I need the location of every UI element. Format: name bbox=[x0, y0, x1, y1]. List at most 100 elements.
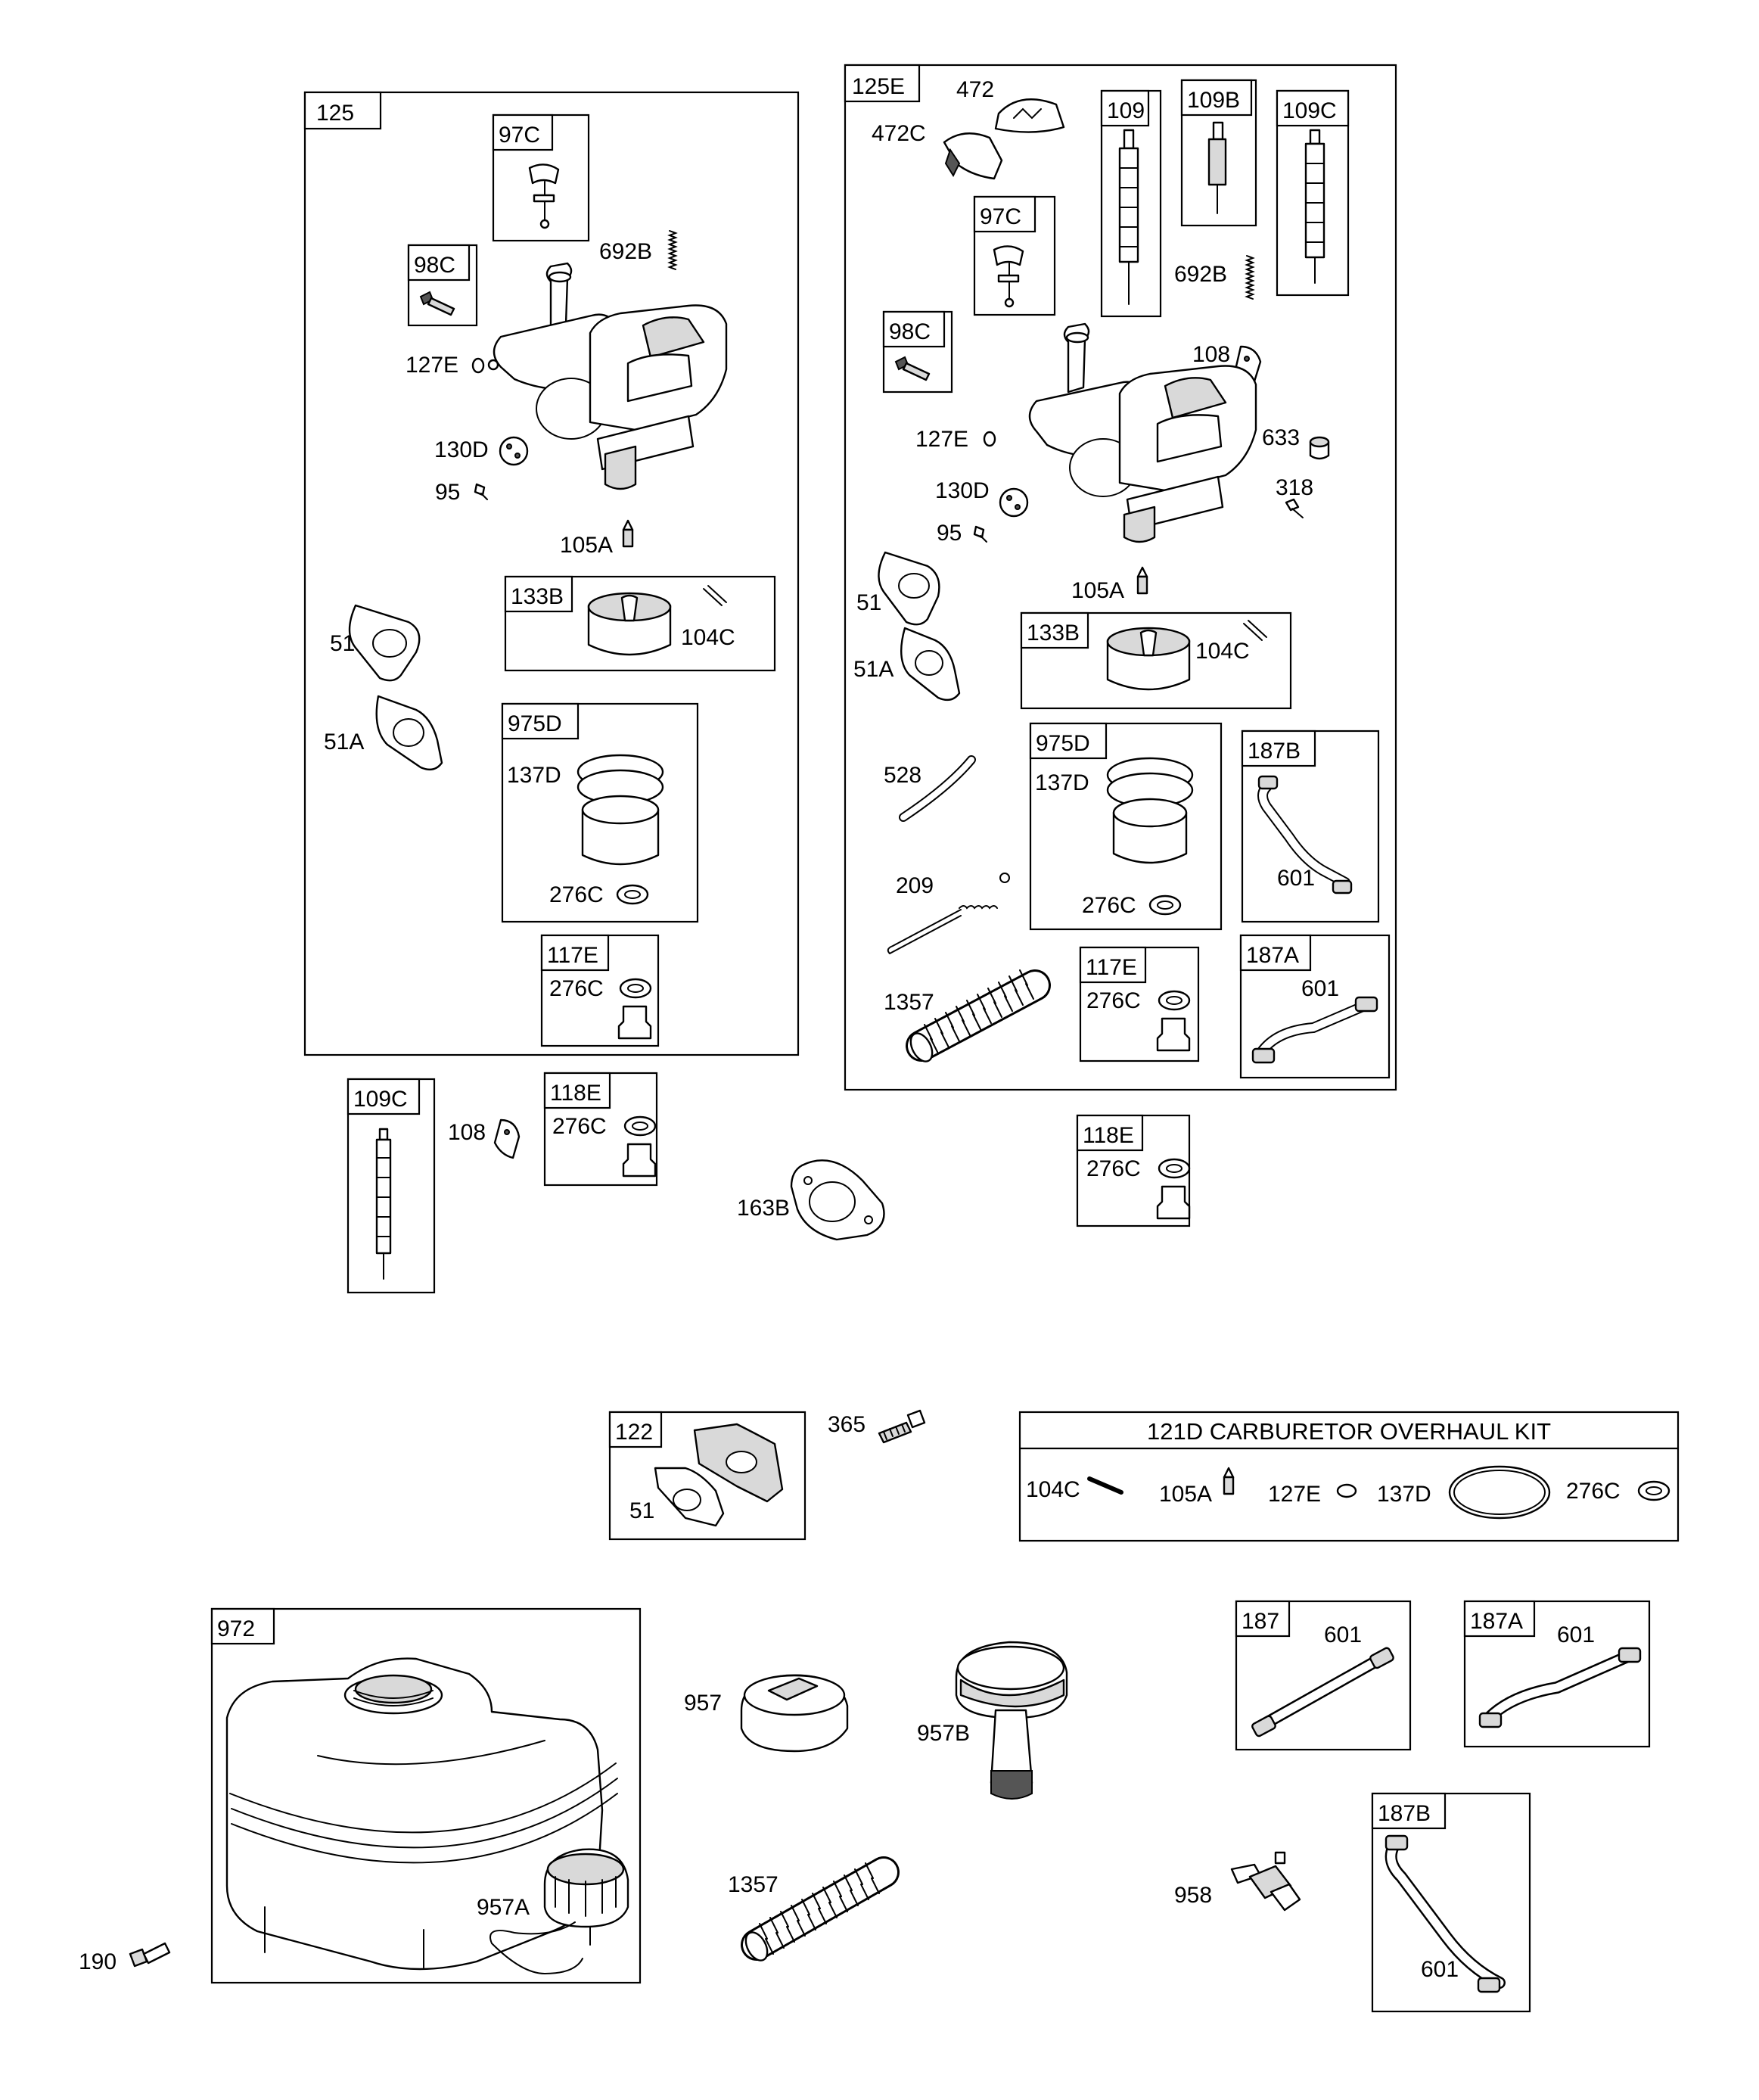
label-276c: 276C bbox=[1086, 988, 1141, 1013]
group-125: 125 bbox=[303, 91, 800, 1056]
label-51: 51 bbox=[856, 590, 881, 615]
label-130d: 130D bbox=[434, 437, 489, 462]
group-109: 109 bbox=[1100, 89, 1162, 318]
part-957b: 957B bbox=[917, 1641, 1068, 1800]
part-528: 528 bbox=[884, 755, 976, 822]
carburetor-left bbox=[487, 262, 728, 490]
label-601: 601 bbox=[1557, 1622, 1595, 1647]
group-133b-right: 133B 104C bbox=[1020, 611, 1292, 710]
kit-121d: 121D CARBURETOR OVERHAUL KIT 104C 105A 1… bbox=[1018, 1411, 1680, 1542]
label-137d: 137D bbox=[1035, 770, 1089, 795]
group-117e-left: 117E 276C bbox=[540, 934, 660, 1047]
group-187a-upper: 187A 601 bbox=[1239, 934, 1391, 1079]
label-276c: 276C bbox=[552, 1114, 607, 1139]
label-958: 958 bbox=[1174, 1883, 1212, 1908]
part-692b-left: 692B bbox=[599, 230, 678, 270]
label-975d: 975D bbox=[1036, 731, 1090, 756]
group-975d-left: 975D 137D 276C bbox=[501, 702, 699, 923]
label-601: 601 bbox=[1421, 1957, 1459, 1982]
label-137d: 137D bbox=[507, 763, 561, 788]
kit-label-137d: 137D bbox=[1377, 1482, 1431, 1507]
label-97c: 97C bbox=[980, 204, 1021, 229]
label-1357: 1357 bbox=[884, 990, 934, 1015]
label-187: 187 bbox=[1242, 1609, 1279, 1634]
label-109c: 109C bbox=[1282, 98, 1337, 123]
group-975d-right: 975D 137D 276C bbox=[1029, 722, 1223, 931]
group-109b: 109B bbox=[1180, 79, 1257, 227]
label-125e: 125E bbox=[852, 74, 905, 99]
label-276c: 276C bbox=[549, 882, 604, 907]
label-105a: 105A bbox=[560, 533, 613, 558]
label-122: 122 bbox=[615, 1420, 653, 1445]
kit-label-276c: 276C bbox=[1566, 1479, 1621, 1504]
label-633: 633 bbox=[1262, 425, 1300, 450]
part-108-left: 108 bbox=[448, 1118, 521, 1159]
label-133b: 133B bbox=[511, 584, 564, 609]
label-190: 190 bbox=[79, 1949, 117, 1974]
kit-title: 121D CARBURETOR OVERHAUL KIT bbox=[1147, 1418, 1551, 1445]
part-95-right: 95 bbox=[937, 521, 987, 546]
kit-label-105a: 105A bbox=[1159, 1482, 1212, 1507]
part-127e-right: 127E bbox=[915, 427, 996, 452]
label-187b: 187B bbox=[1378, 1801, 1431, 1826]
label-127e: 127E bbox=[406, 353, 458, 378]
label-109c: 109C bbox=[353, 1087, 408, 1112]
group-118e-right: 118E 276C bbox=[1076, 1114, 1191, 1227]
label-98c: 98C bbox=[414, 253, 455, 278]
label-692b: 692B bbox=[1174, 262, 1227, 287]
label-957a: 957A bbox=[477, 1895, 530, 1920]
label-108: 108 bbox=[1192, 342, 1230, 367]
part-692b-right: 692B bbox=[1174, 255, 1255, 300]
part-957: 957 bbox=[684, 1674, 849, 1753]
group-98c-right: 98C bbox=[882, 310, 953, 394]
label-97c: 97C bbox=[499, 123, 540, 148]
group-187b-upper: 187B 601 bbox=[1241, 730, 1380, 923]
label-104c: 104C bbox=[681, 625, 735, 650]
part-105a-left: 105A bbox=[560, 519, 634, 558]
part-957a: 957A bbox=[477, 1848, 629, 1975]
label-975d: 975D bbox=[508, 711, 562, 736]
label-276c: 276C bbox=[1086, 1156, 1141, 1181]
part-51a-left: 51A bbox=[324, 695, 443, 771]
label-98c: 98C bbox=[889, 319, 931, 344]
label-472: 472 bbox=[956, 77, 994, 102]
group-117e-right: 117E 276C bbox=[1079, 946, 1200, 1062]
part-51-left: 51 bbox=[330, 604, 421, 682]
label-601: 601 bbox=[1324, 1622, 1362, 1647]
label-187a: 187A bbox=[1470, 1609, 1523, 1634]
label-105a: 105A bbox=[1071, 578, 1124, 603]
label-95: 95 bbox=[937, 521, 962, 546]
part-472c: 472C bbox=[872, 121, 1003, 180]
part-51-right: 51 bbox=[856, 551, 940, 626]
label-209: 209 bbox=[896, 873, 934, 898]
kit-label-104c: 104C bbox=[1026, 1477, 1080, 1502]
carburetor-right bbox=[1028, 322, 1257, 543]
label-51a: 51A bbox=[324, 730, 364, 754]
part-130d-right: 130D bbox=[935, 478, 1029, 518]
part-633: 633 bbox=[1262, 425, 1330, 460]
label-125: 125 bbox=[316, 101, 354, 126]
group-187a-lower: 187A 601 bbox=[1463, 1600, 1651, 1748]
part-1357-lower: 1357 bbox=[728, 1856, 900, 1962]
label-528: 528 bbox=[884, 763, 921, 788]
group-187b-lower: 187B 601 bbox=[1371, 1792, 1531, 2013]
part-51a-right: 51A bbox=[853, 627, 961, 702]
group-118e-left: 118E 276C bbox=[543, 1072, 658, 1187]
label-109: 109 bbox=[1107, 98, 1145, 123]
label-104c: 104C bbox=[1195, 639, 1250, 664]
part-472: 472 bbox=[956, 77, 1065, 133]
label-127e: 127E bbox=[915, 427, 968, 452]
label-1357: 1357 bbox=[728, 1872, 778, 1897]
part-190: 190 bbox=[79, 1942, 171, 1974]
label-318: 318 bbox=[1276, 475, 1313, 500]
label-187b: 187B bbox=[1248, 739, 1301, 764]
part-958: 958 bbox=[1174, 1851, 1301, 1912]
label-957b: 957B bbox=[917, 1721, 970, 1746]
part-318: 318 bbox=[1276, 475, 1313, 518]
part-105a-right: 105A bbox=[1071, 566, 1148, 603]
part-209: 209 bbox=[887, 873, 1010, 954]
label-118e: 118E bbox=[1083, 1123, 1134, 1148]
part-365: 365 bbox=[828, 1409, 926, 1444]
label-187a: 187A bbox=[1246, 943, 1299, 968]
